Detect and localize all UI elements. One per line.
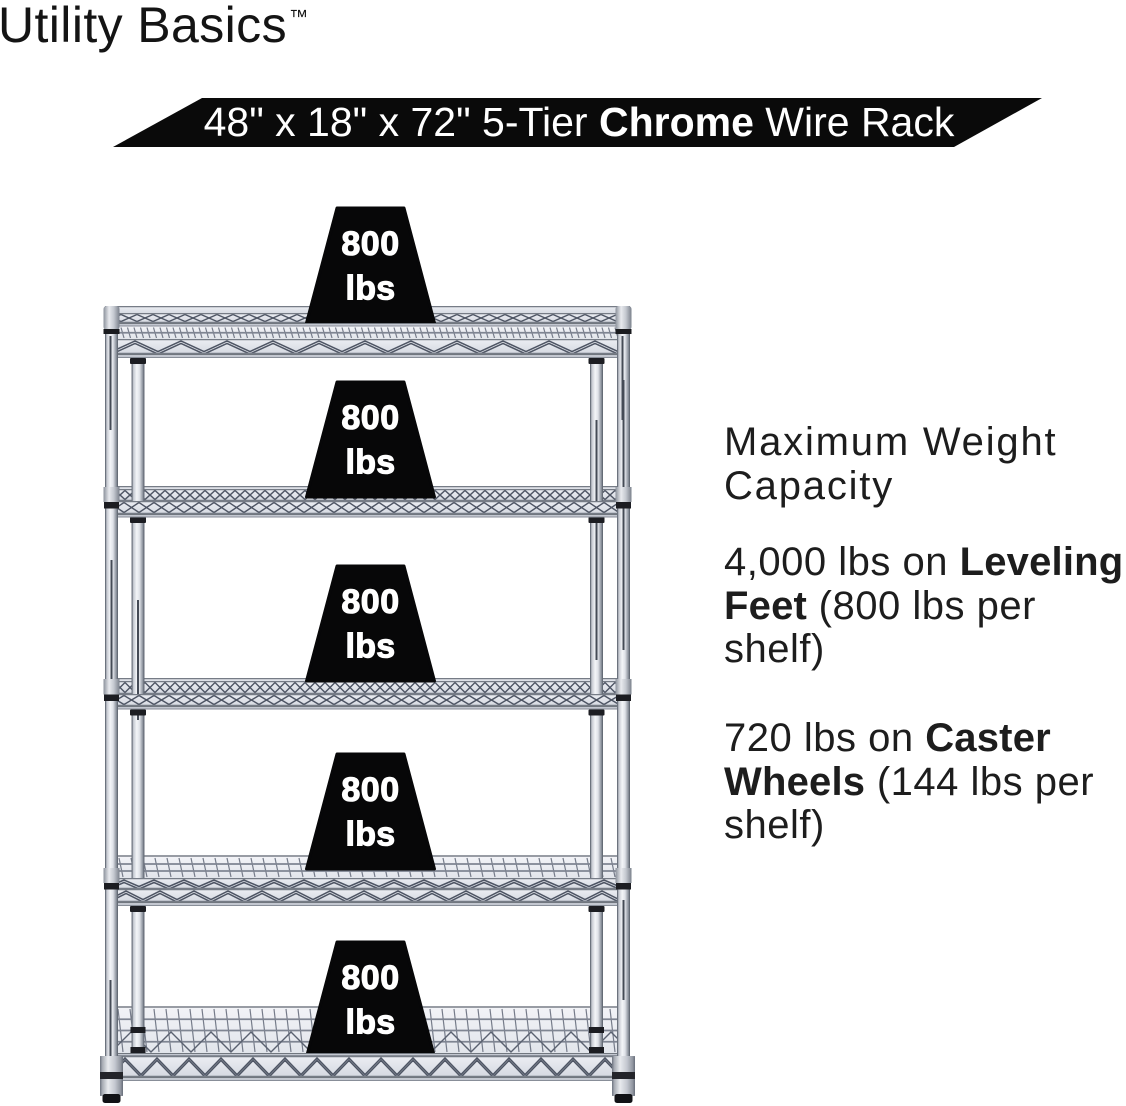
svg-text:lbs: lbs <box>345 816 395 854</box>
svg-text:800: 800 <box>341 771 399 809</box>
svg-text:lbs: lbs <box>345 1004 395 1042</box>
svg-text:lbs: lbs <box>345 444 395 482</box>
svg-text:800: 800 <box>341 225 399 263</box>
svg-text:800: 800 <box>341 399 399 437</box>
svg-text:800: 800 <box>341 583 399 621</box>
svg-text:lbs: lbs <box>345 270 395 308</box>
svg-text:lbs: lbs <box>345 628 395 666</box>
svg-text:800: 800 <box>341 959 399 997</box>
